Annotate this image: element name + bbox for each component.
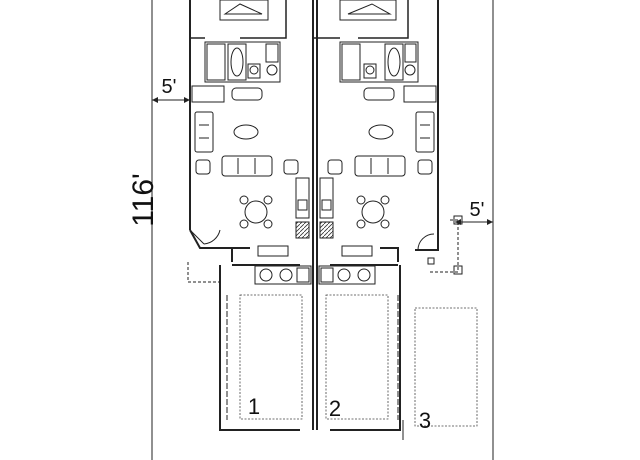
- lot-boundary: [151, 0, 494, 460]
- kitchen: [257, 177, 373, 257]
- bathroom-right: [339, 41, 419, 83]
- bedroom-walls: [190, 0, 409, 39]
- parking-space-2-label: 2: [329, 396, 341, 421]
- parking-stalls: [239, 294, 478, 427]
- dining-table-left: [239, 195, 273, 229]
- depth-dimension: 116': [127, 173, 160, 227]
- living-furniture-right: [327, 111, 435, 177]
- parking-space-3-label: 3: [419, 408, 431, 433]
- bathroom-left: [204, 41, 281, 83]
- setback-left-dimension: 5': [152, 76, 190, 103]
- setback-right-label: 5': [470, 199, 485, 221]
- parking-space-1-label: 1: [248, 394, 260, 419]
- setback-left-label: 5': [162, 76, 177, 98]
- entry-door-left: [187, 229, 222, 283]
- depth-dimension-label: 116': [127, 173, 160, 227]
- entry-door-right: [417, 215, 463, 275]
- hall-fixtures: [191, 85, 437, 103]
- setback-right-dimension: 5': [455, 199, 493, 225]
- exterior-walls: [189, 0, 439, 431]
- bed-left: [219, 0, 269, 21]
- living-furniture-left: [194, 111, 299, 177]
- bed-right: [339, 0, 397, 21]
- garage-doors: [226, 295, 404, 440]
- dining-table-right: [356, 195, 390, 229]
- garage-storage: [254, 265, 376, 285]
